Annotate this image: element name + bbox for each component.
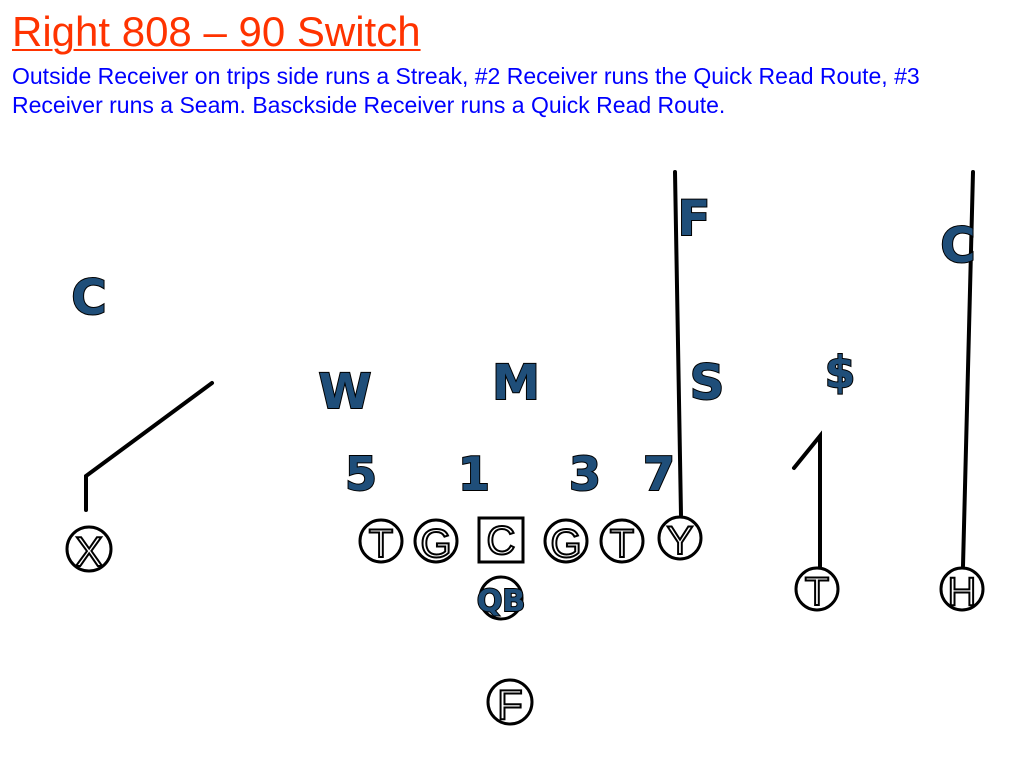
player-split-end-x: X xyxy=(65,525,113,576)
player-right-guard-label: G xyxy=(550,522,581,566)
defender-mike: M xyxy=(492,355,540,411)
player-right-guard: G xyxy=(543,518,589,567)
player-slot-t: T xyxy=(794,566,840,615)
player-left-guard-label: G xyxy=(420,522,451,566)
route-x-quick-read xyxy=(84,381,214,512)
defender-money: $ xyxy=(825,347,856,398)
player-quarterback: QB xyxy=(476,575,526,621)
player-flanker-h: H xyxy=(939,566,985,615)
defender-corner-right: C xyxy=(940,218,975,274)
defender-corner-left: C xyxy=(71,270,106,326)
player-fullback-label: F xyxy=(497,681,523,728)
player-right-tackle-label: T xyxy=(610,522,634,566)
player-right-tackle: T xyxy=(599,518,645,567)
player-center-label: C xyxy=(487,519,516,563)
gap-1: 1 xyxy=(458,447,490,501)
gap-7: 7 xyxy=(643,447,675,501)
player-left-guard: G xyxy=(413,518,459,567)
play-description: Outside Receiver on trips side runs a St… xyxy=(12,63,920,118)
player-flanker-h-label: H xyxy=(948,570,977,614)
defender-sam: S xyxy=(690,355,725,411)
player-slot-t-label: T xyxy=(805,570,829,614)
player-left-tackle: T xyxy=(358,518,404,567)
player-center: C xyxy=(477,516,525,564)
route-t-quick-read xyxy=(792,430,822,570)
player-quarterback-label: QB xyxy=(477,584,525,619)
player-split-end-x-label: X xyxy=(75,528,103,575)
route-h-streak xyxy=(961,170,975,568)
gap-3: 3 xyxy=(569,447,601,501)
player-left-tackle-label: T xyxy=(369,522,393,566)
player-tight-end-y-label: Y xyxy=(667,519,694,563)
play-title: Right 808 – 90 Switch xyxy=(12,8,421,55)
defender-will: W xyxy=(319,364,372,420)
route-y-seam xyxy=(673,170,683,517)
player-tight-end-y: Y xyxy=(657,515,703,564)
defender-free-safety: F xyxy=(678,191,711,247)
player-fullback: F xyxy=(486,678,534,729)
gap-5: 5 xyxy=(345,447,377,501)
